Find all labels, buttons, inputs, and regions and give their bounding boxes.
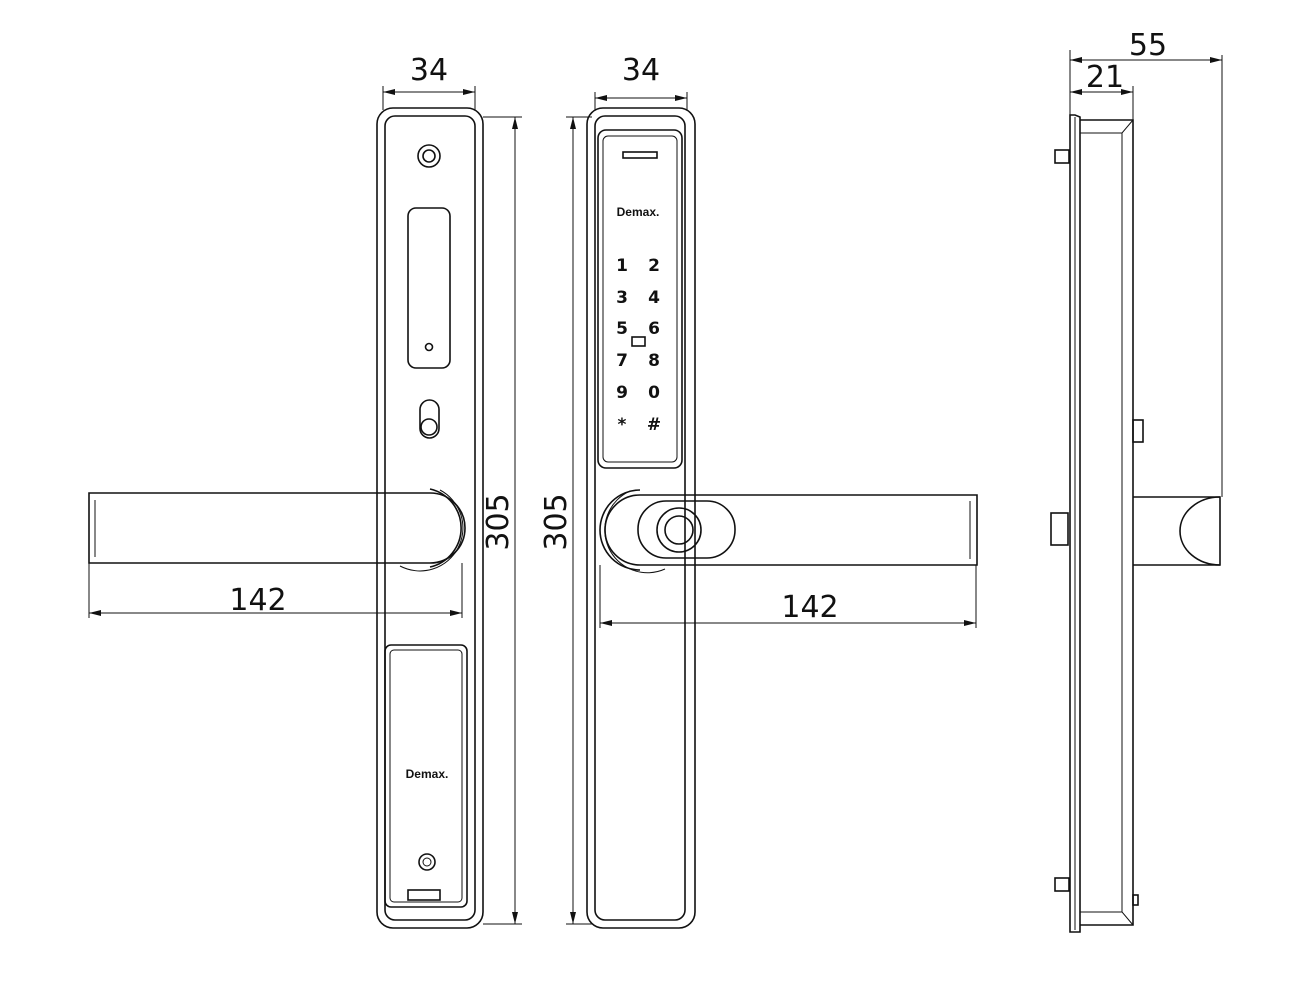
key-2[interactable]: 2 [648,256,660,276]
dimension-back-handle: 142 [781,590,838,625]
fingerprint-housing [637,500,736,559]
keypad: 1 2 3 4 5 6 7 8 9 0 * # [616,256,661,435]
indicator-slot [622,151,658,159]
key-0[interactable]: 0 [648,383,660,403]
brand-logo: Demax. [406,767,449,781]
lock-outer-view: Demax. 1 2 3 4 5 6 7 8 9 0 * # 3 [539,53,978,929]
top-screw-icon [417,144,441,168]
dimension-side-body: 21 [1086,60,1124,95]
brand-logo: Demax. [617,205,660,219]
key-3[interactable]: 3 [616,288,628,308]
key-5[interactable]: 5 [616,319,628,339]
key-9[interactable]: 9 [616,383,628,403]
dimension-front-width: 34 [410,53,448,88]
key-1[interactable]: 1 [616,256,628,276]
side-handle [1133,496,1221,566]
dimension-side-total: 55 [1129,28,1167,63]
thumb-turn-icon [419,399,440,439]
key-8[interactable]: 8 [648,351,660,371]
inner-handle [88,488,466,572]
dimension-back-height: 305 [539,493,574,550]
card-reader-icon [631,336,646,347]
battery-cover [384,644,468,908]
lock-side-view: 55 21 [1050,28,1223,933]
keypad-panel [597,129,683,469]
lock-inner-view: Demax. 34 305 142 [88,53,522,929]
key-7[interactable]: 7 [616,351,628,371]
dimension-front-handle: 142 [229,583,286,618]
battery-slot [407,207,451,369]
dimension-front-height: 305 [481,493,516,550]
outer-handle [599,489,978,574]
key-star[interactable]: * [618,415,627,435]
key-hash[interactable]: # [647,415,661,435]
dimension-back-width: 34 [622,53,660,88]
emergency-port-icon [418,853,436,871]
key-4[interactable]: 4 [648,288,660,308]
fingerprint-sensor-icon [656,507,702,553]
key-6[interactable]: 6 [648,319,660,339]
